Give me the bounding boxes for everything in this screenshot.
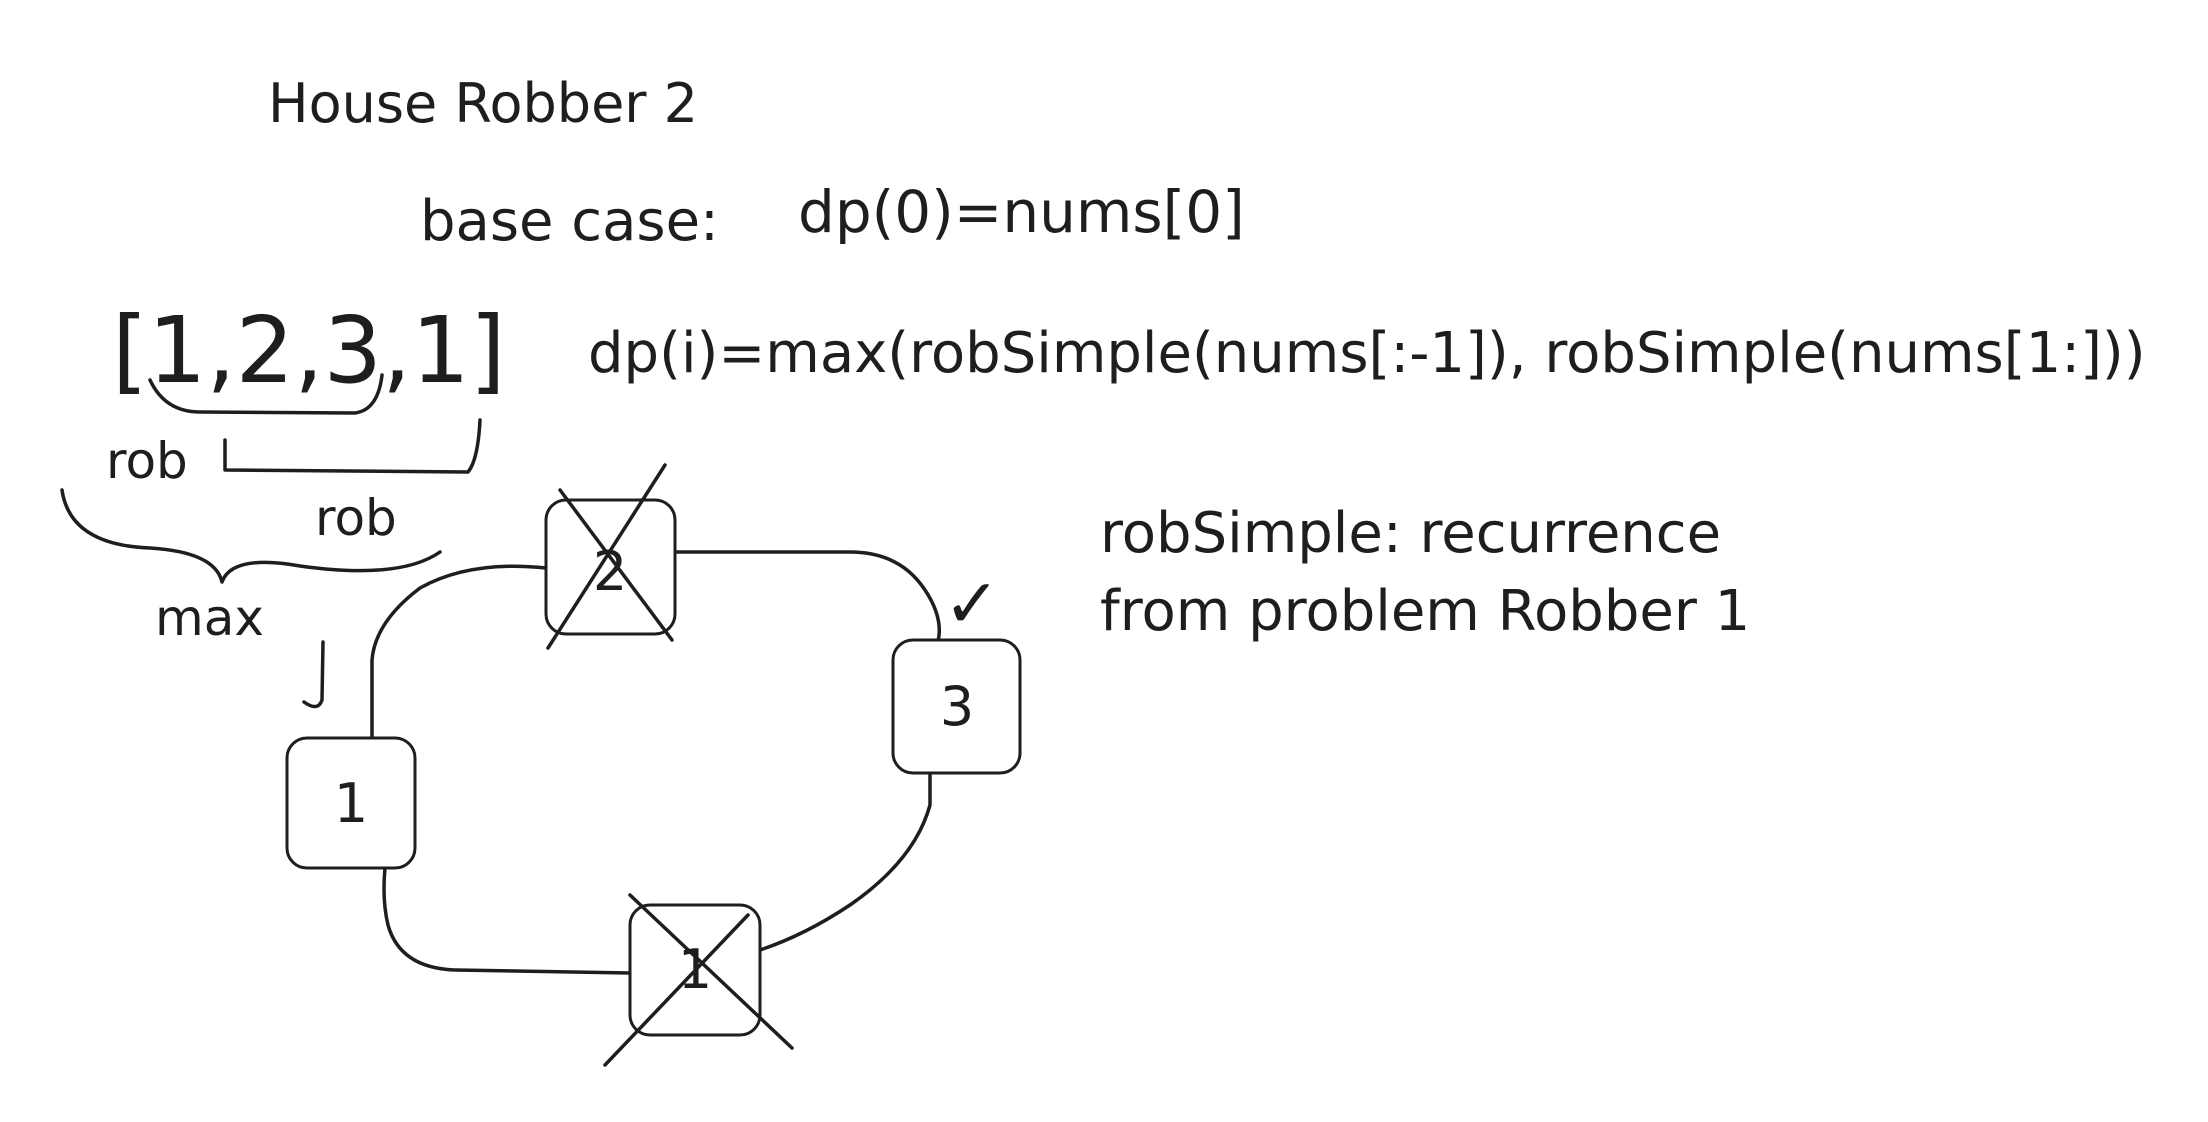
max-label: max <box>155 589 264 647</box>
rob-right-label: rob <box>315 489 397 547</box>
house-node: 2 <box>544 463 677 650</box>
note-line-1: robSimple: recurrence <box>1100 501 1721 566</box>
edge-house3-house4 <box>758 771 932 952</box>
check-mark: ✓ <box>944 565 1001 644</box>
base-case-formula: dp(0)=nums[0] <box>798 178 1245 246</box>
diagram-title: House Robber 2 <box>268 72 698 135</box>
house-node: 1 <box>285 640 417 870</box>
cross-out-mark <box>546 463 674 650</box>
house-value: 3 <box>940 675 974 738</box>
cross-out-mark <box>603 893 794 1067</box>
house-node: 1 <box>603 893 794 1067</box>
max-curly-brace <box>60 488 442 584</box>
edge-house4-house1 <box>382 866 632 975</box>
rob-left-label: rob <box>106 432 188 490</box>
edge-house2-house3 <box>673 550 941 647</box>
edge-house1-house2 <box>370 564 548 740</box>
house-node: 3 ✓ <box>891 565 1022 775</box>
rob-first-brace <box>148 373 384 415</box>
array-literal: [1,2,3,1] <box>112 297 506 404</box>
note-line-2: from problem Robber 1 <box>1100 579 1750 644</box>
house-value: 1 <box>334 772 368 835</box>
house-box <box>891 638 1022 775</box>
check-mark <box>302 640 325 709</box>
recurrence-formula: dp(i)=max(robSimple(nums[:-1]), robSimpl… <box>588 321 2146 386</box>
house-box <box>285 736 417 870</box>
rob-last-brace <box>223 418 482 474</box>
base-case-label: base case: <box>420 189 719 254</box>
